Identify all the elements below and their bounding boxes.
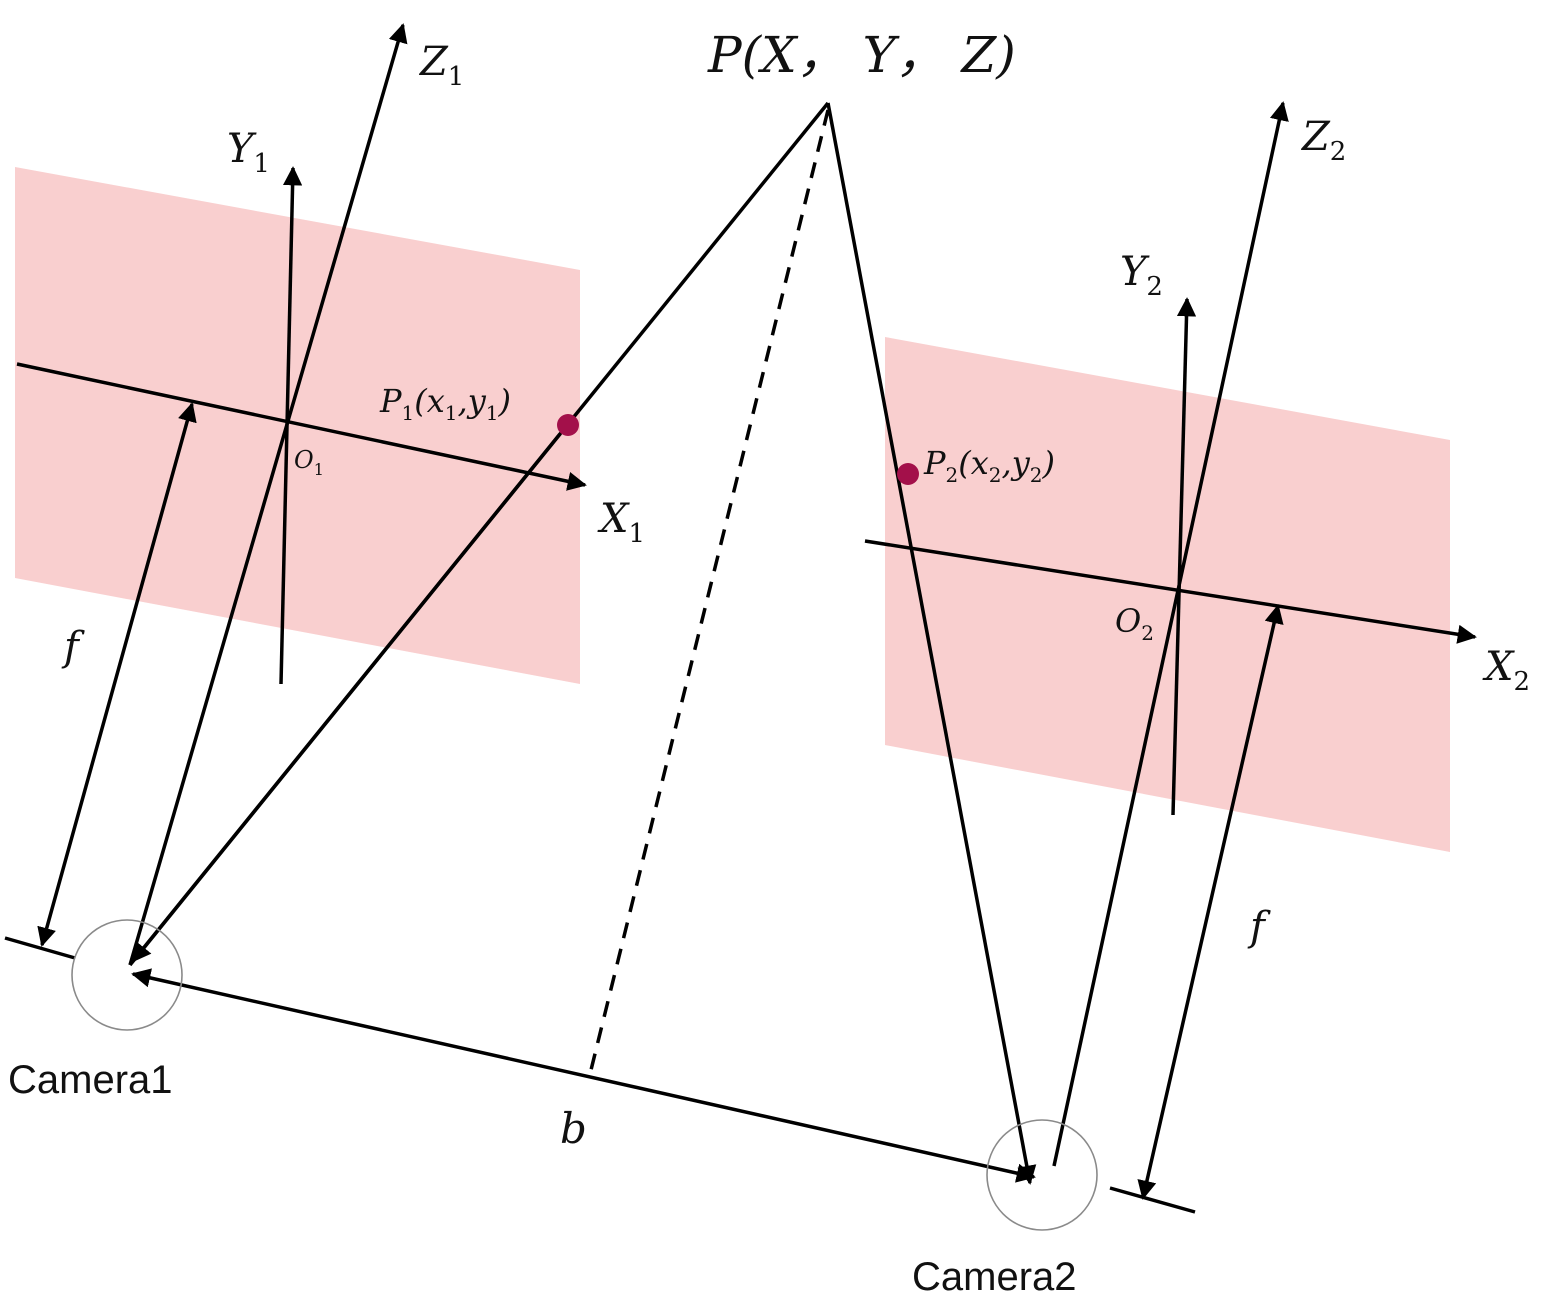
- focal-tick-1: [4, 936, 76, 960]
- o1-label: O1: [294, 446, 324, 479]
- baseline-b: [131, 968, 1036, 1183]
- image-plane-2: [885, 337, 1450, 852]
- camera1-label: Camera1: [8, 1058, 173, 1102]
- projection-point-p1: [557, 414, 579, 436]
- y2-label: Y2: [1120, 249, 1163, 302]
- x2-label: X2: [1482, 644, 1530, 697]
- x1-label: X1: [597, 496, 645, 549]
- focal-length-1: [37, 402, 197, 947]
- z1-label: Z1: [418, 39, 464, 92]
- camera1-lens: [71, 919, 183, 1031]
- focal-tick-2: [1109, 1186, 1196, 1214]
- focal-length-2: [1137, 604, 1284, 1200]
- ray-camera1-inward-arrow: [131, 432, 562, 963]
- y1-axis: [279, 166, 303, 685]
- p-to-baseline-dashed: [589, 109, 830, 1071]
- o2-label: O2: [1115, 602, 1154, 645]
- projection-point-p2: [897, 463, 919, 485]
- camera2-label: Camera2: [912, 1255, 1077, 1299]
- p2-label: P2(x2,y2): [923, 444, 1055, 487]
- z2-label: Z2: [1300, 114, 1346, 167]
- x1-axis: [16, 362, 587, 491]
- y1-label: Y1: [227, 126, 270, 179]
- baseline-label: b: [560, 1104, 587, 1153]
- point-p-label: P(X， Y， Z): [707, 26, 1016, 84]
- focal-label-2: f: [1247, 904, 1271, 950]
- p1-label: P1(x1,y1): [379, 382, 511, 425]
- x2-axis: [864, 539, 1477, 644]
- camera2-lens: [986, 1119, 1098, 1231]
- focal-label-1: f: [61, 624, 85, 670]
